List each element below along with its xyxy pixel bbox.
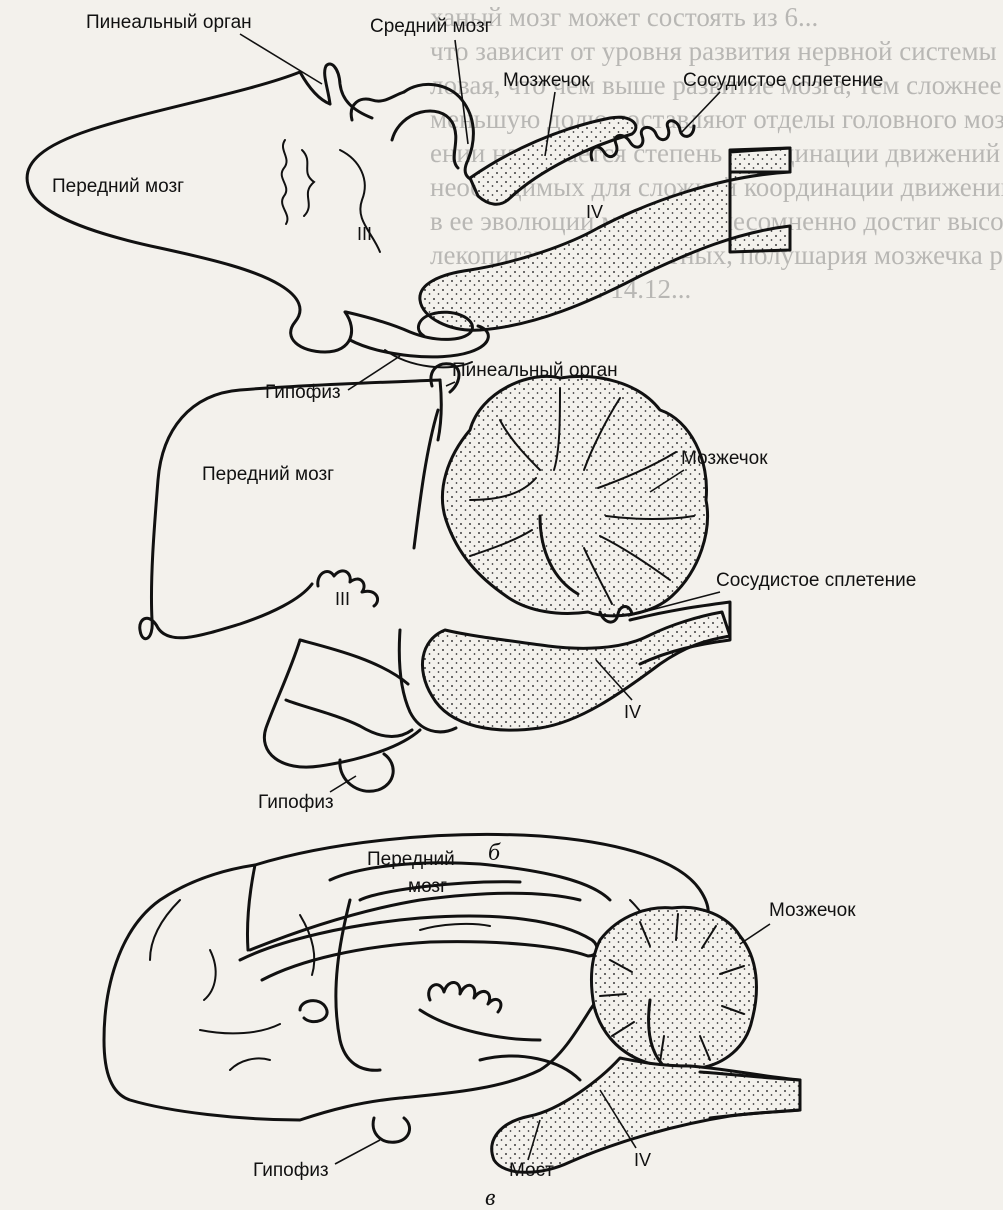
hindbrain-b xyxy=(422,612,730,730)
label-plexus-b: Сосудистое сплетение xyxy=(716,570,916,591)
label-pineal-a: Пинеальный орган xyxy=(86,12,252,33)
label-pituitary-b: Гипофиз xyxy=(258,792,334,813)
cerebellum-b xyxy=(442,376,707,615)
pineal-a xyxy=(325,64,404,120)
label-ventricle4-c: IV xyxy=(634,1150,651,1170)
label-midbrain-a: Средний мозг xyxy=(370,16,492,37)
panel-letter-b: б xyxy=(488,840,501,866)
label-forebrain-c-1: Передний xyxy=(367,849,455,870)
leader-pineal-a xyxy=(240,34,322,84)
thalamus-c xyxy=(300,982,580,1080)
panel-letter-c: в xyxy=(485,1185,495,1210)
label-pituitary-c: Гипофиз xyxy=(253,1160,329,1181)
label-pineal-b: Пинеальный орган xyxy=(452,360,618,381)
leader-plexus-a xyxy=(680,92,720,134)
cerebellum-a xyxy=(470,117,636,204)
label-ventricle4-a: IV xyxy=(586,202,603,222)
forebrain-a xyxy=(27,72,352,352)
label-cerebellum-b: Мозжечок xyxy=(681,448,768,469)
panel-c: Передний мозг Мозжечок Гипофиз Мост IV в xyxy=(104,834,856,1210)
pituitary-c xyxy=(373,1118,409,1142)
label-pons-c: Мост xyxy=(509,1160,554,1181)
label-forebrain-a: Передний мозг xyxy=(52,176,184,197)
label-cerebellum-c: Мозжечок xyxy=(769,900,856,921)
label-ventricle4-b: IV xyxy=(624,702,641,722)
leader-pituitary-c xyxy=(335,1140,380,1164)
label-plexus-a: Сосудистое сплетение xyxy=(683,70,883,91)
panel-b: Пинеальный орган Мозжечок Передний мозг … xyxy=(140,360,917,866)
label-ventricle3-b: III xyxy=(335,589,350,609)
label-forebrain-b: Передний мозг xyxy=(202,464,334,485)
leader-midbrain-a xyxy=(455,40,468,144)
leader-pineal-b xyxy=(446,382,455,386)
corpus-callosum-c xyxy=(240,916,597,980)
forebrain-b xyxy=(140,380,442,639)
cerebellum-c xyxy=(592,907,757,1069)
label-ventricle3-a: III xyxy=(357,224,372,244)
label-cerebellum-a: Мозжечок xyxy=(503,70,590,91)
label-forebrain-c-2: мозг xyxy=(408,876,447,897)
leader-cerebellum-c xyxy=(740,924,770,944)
